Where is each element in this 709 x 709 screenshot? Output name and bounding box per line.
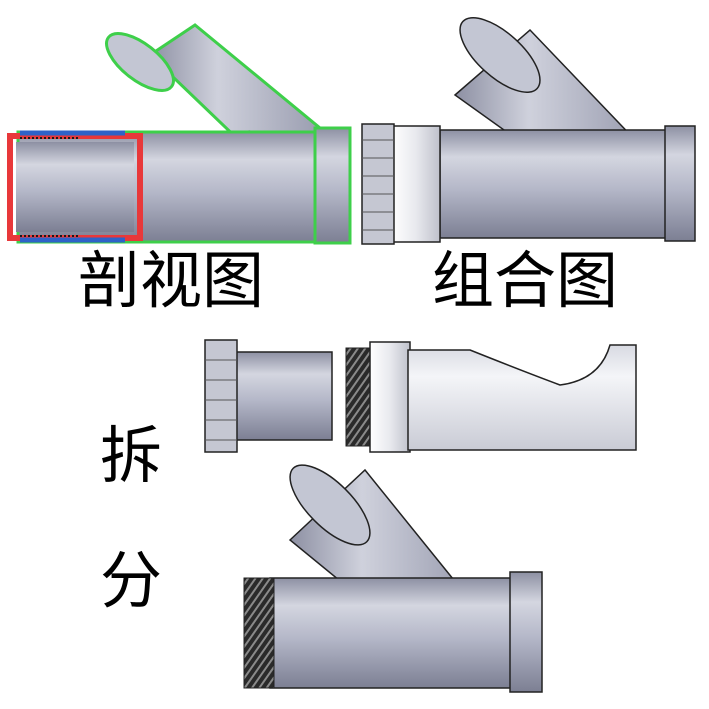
- exploded-adapter-body: [407, 344, 637, 451]
- exploded-view-label-char-2: 分: [100, 544, 163, 617]
- section-right-socket: [313, 126, 352, 245]
- exploded-adapter-with-nut: [345, 341, 637, 453]
- section-view-label: 剖视图: [78, 244, 265, 317]
- assembly-right-socket: [664, 125, 696, 242]
- exploded-view-label-char-1: 拆: [100, 419, 163, 492]
- assembly-knurled-end: [361, 123, 395, 245]
- exploded-adapter-threads: [345, 347, 373, 447]
- exploded-adapter-nut: [369, 341, 411, 453]
- exploded-pipe-with-nut: [204, 339, 333, 453]
- assembly-union-nut: [391, 125, 441, 243]
- assembly-main-body: [439, 129, 676, 239]
- section-view-drawing: [7, 23, 352, 245]
- assembly-view-label: 组合图: [432, 244, 619, 317]
- exploded-wye-fitting: [243, 464, 543, 693]
- exploded-wye-threads: [243, 577, 275, 689]
- assembly-view-drawing: [361, 17, 696, 245]
